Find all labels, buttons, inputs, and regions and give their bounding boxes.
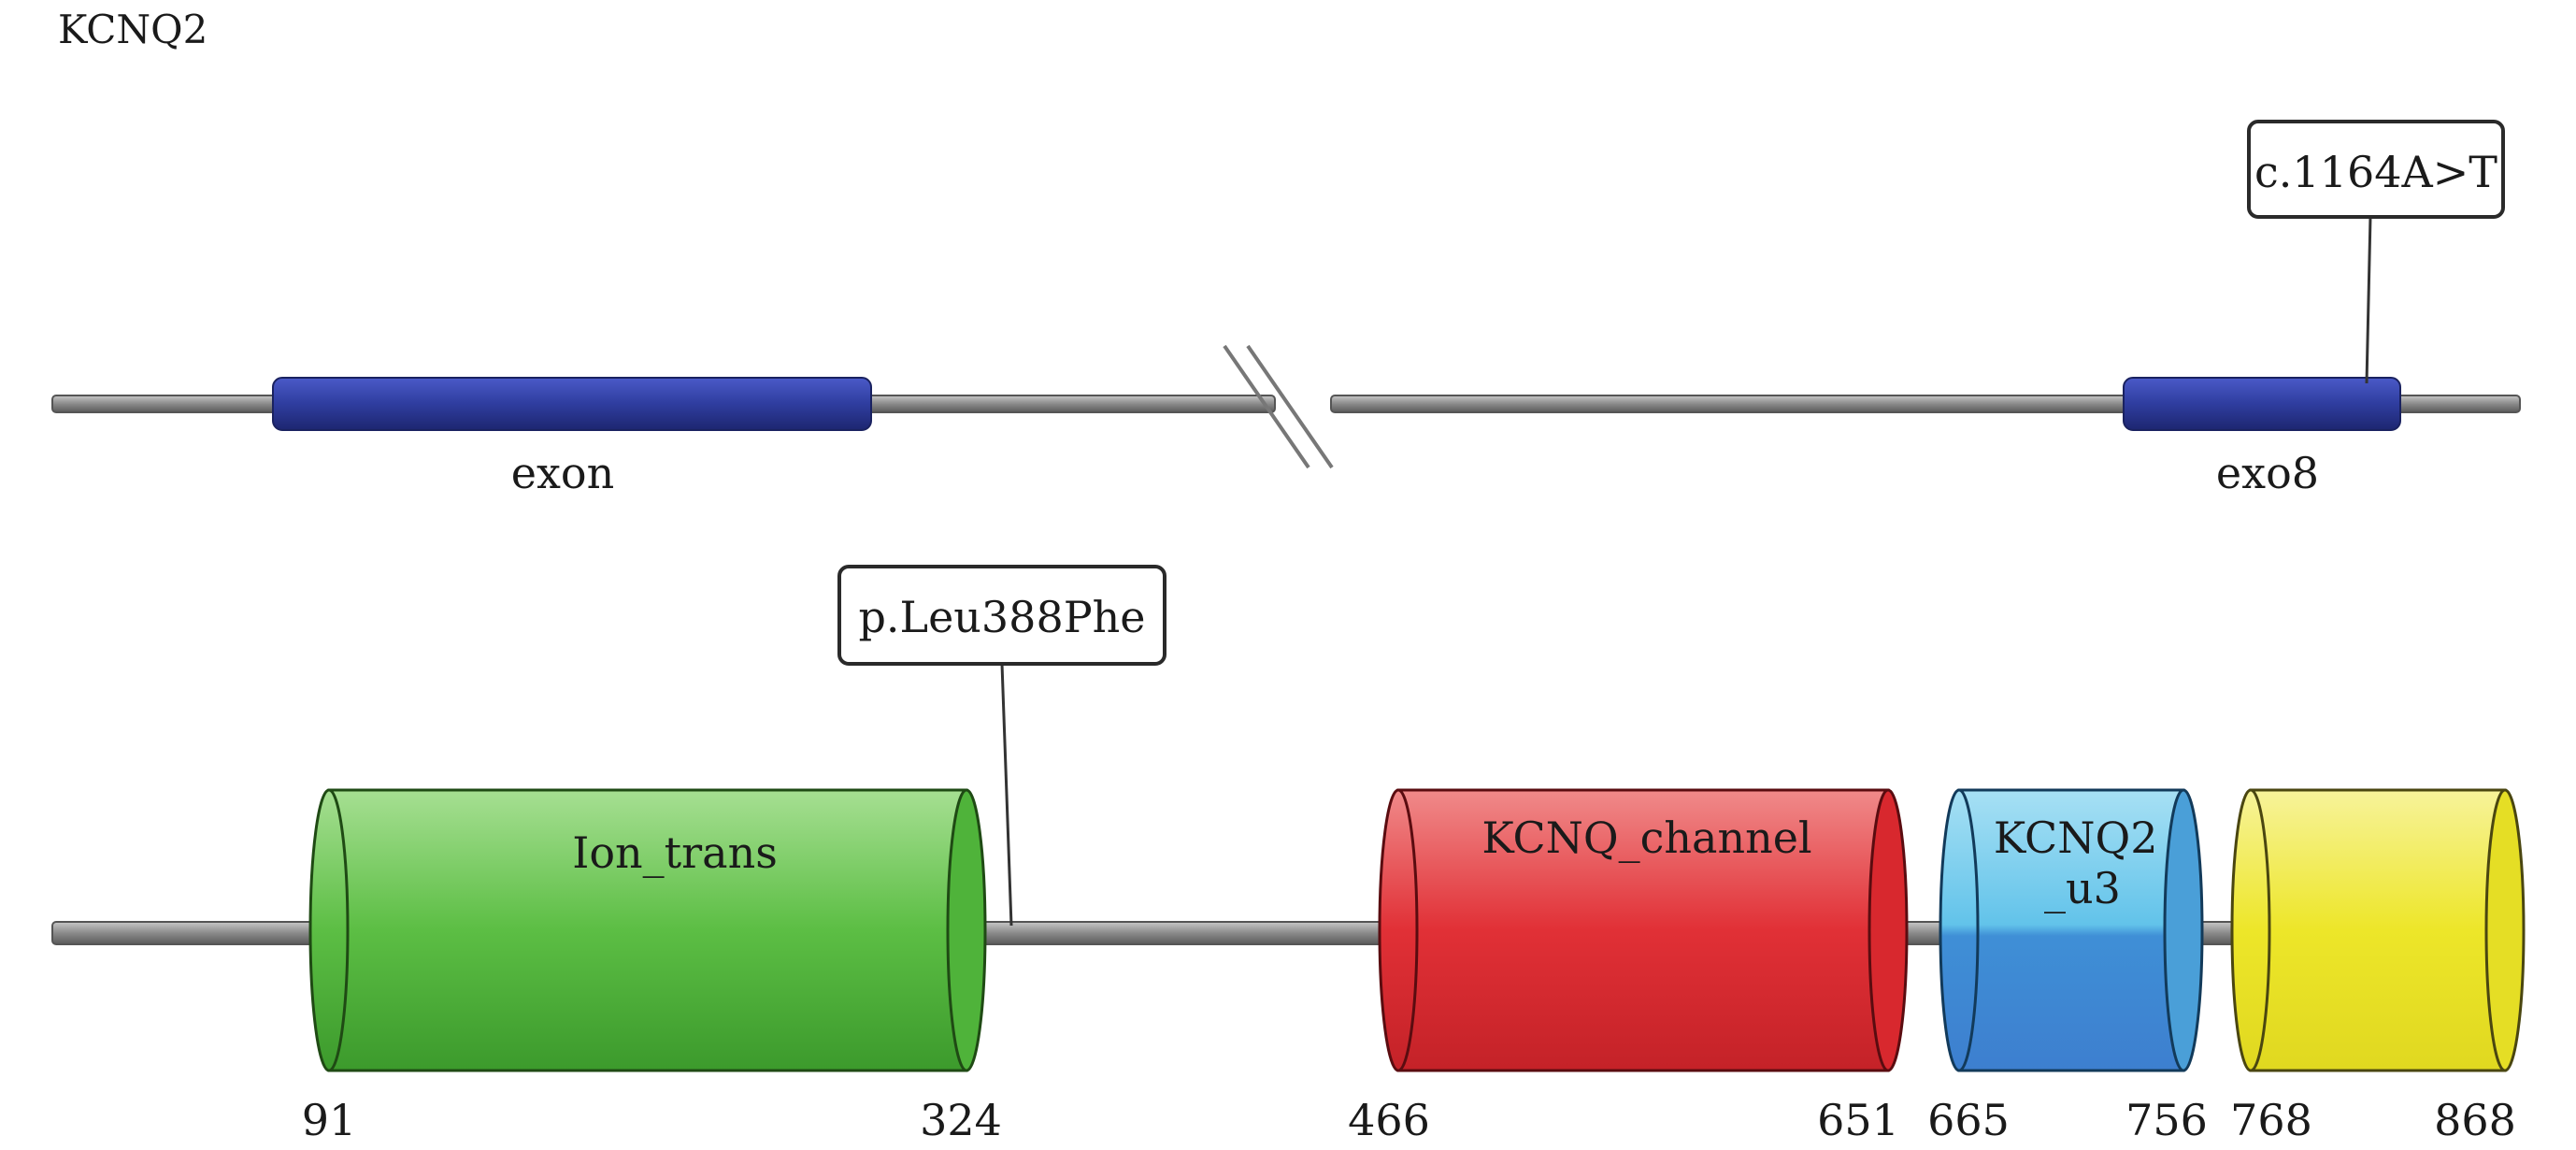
domain-label-kcnq2-u3: KCNQ2 _u3 (1994, 812, 2171, 913)
dna-variant-box (2247, 120, 2505, 219)
dna-variant-label: c.1164A>T (2254, 147, 2497, 197)
domain-front-cap (1939, 788, 1980, 1072)
domain-kcnq-channel (1378, 788, 1909, 1072)
exon-label: exo8 (2216, 448, 2319, 498)
position-label: 324 (920, 1095, 1002, 1145)
position-label: 868 (2434, 1095, 2516, 1145)
position-label: 756 (2125, 1095, 2208, 1145)
domain-front-cap (308, 788, 350, 1072)
domain-ion-trans (308, 788, 987, 1072)
protein-variant-pointer (1000, 663, 1013, 927)
gene-track: exon exo8 c.1164A>T (51, 120, 2521, 498)
protein-variant-label: p.Leu388Phe (858, 592, 1145, 642)
break-mark (1223, 344, 1310, 469)
position-label: 665 (1927, 1095, 2010, 1145)
position-label: 651 (1817, 1095, 1899, 1145)
gene-title: KCNQ2 (58, 7, 208, 52)
break-mark (1246, 344, 1334, 469)
exon-label: exon (511, 448, 615, 498)
domain-end-cap (1868, 788, 1909, 1072)
domain-unlabeled-yellow (2230, 788, 2526, 1072)
domain-end-cap (946, 788, 987, 1072)
domain-kcnq2-u3 (1939, 788, 2204, 1072)
protein-track: Ion_trans KCNQ_channel KCNQ2 _u3 p.Leu38… (51, 565, 2526, 1145)
domain-front-cap (2230, 788, 2271, 1072)
domain-body (1396, 788, 1890, 1072)
protein-variant-box (837, 565, 1166, 666)
domain-front-cap (1378, 788, 1419, 1072)
domain-body (2249, 788, 2507, 1072)
position-label: 91 (302, 1095, 357, 1145)
domain-label-ion-trans: Ion_trans (572, 827, 778, 878)
domain-end-cap (2163, 788, 2204, 1072)
dna-variant-pointer (2365, 216, 2372, 384)
domain-end-cap (2484, 788, 2526, 1072)
domain-label-kcnq-channel: KCNQ_channel (1481, 812, 1811, 863)
position-label: 466 (1348, 1095, 1430, 1145)
exon-block (2123, 377, 2401, 431)
exon-block (272, 377, 872, 431)
position-label: 768 (2230, 1095, 2312, 1145)
